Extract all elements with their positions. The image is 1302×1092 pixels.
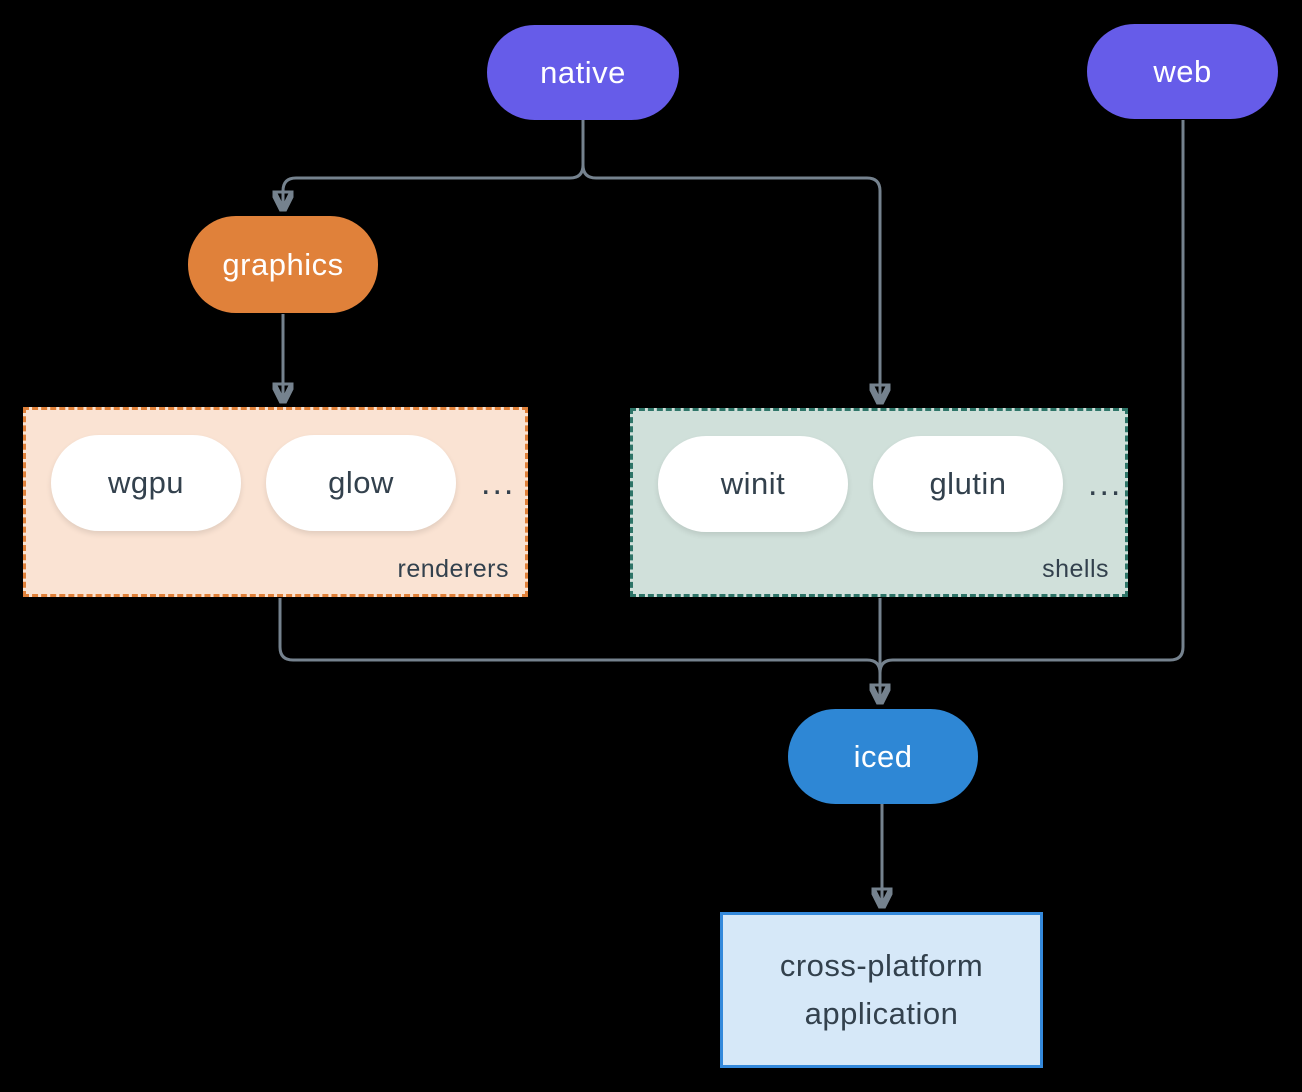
group-shells-items: winit glutin ... [633,411,1125,532]
node-iced: iced [788,709,978,804]
node-glow-label: glow [328,465,394,500]
group-renderers-label: renderers [397,555,509,583]
node-web-label: web [1153,53,1212,89]
node-glutin: glutin [873,436,1063,532]
node-iced-label: iced [853,738,913,774]
connector-native-to-shells [581,119,880,398]
connector-native-to-graphics [283,119,585,205]
node-web: web [1087,24,1278,119]
node-glutin-label: glutin [929,466,1007,501]
node-graphics: graphics [188,216,378,313]
node-wgpu: wgpu [51,435,241,531]
group-renderers: wgpu glow ... renderers [23,407,528,597]
node-native-label: native [540,54,626,90]
node-graphics-label: graphics [222,246,344,282]
group-shells: winit glutin ... shells [630,408,1128,597]
connector-renderers-to-merge [278,598,882,674]
node-native: native [487,25,679,120]
node-winit-label: winit [720,466,786,501]
renderers-ellipsis: ... [481,464,516,502]
node-glow: glow [266,435,456,531]
group-renderers-items: wgpu glow ... [26,410,525,531]
node-application: cross-platform application [720,912,1043,1068]
node-application-label: cross-platform application [779,947,984,1031]
node-winit: winit [658,436,848,532]
shells-ellipsis: ... [1088,465,1123,503]
node-wgpu-label: wgpu [107,465,185,500]
group-shells-label: shells [1042,555,1109,583]
